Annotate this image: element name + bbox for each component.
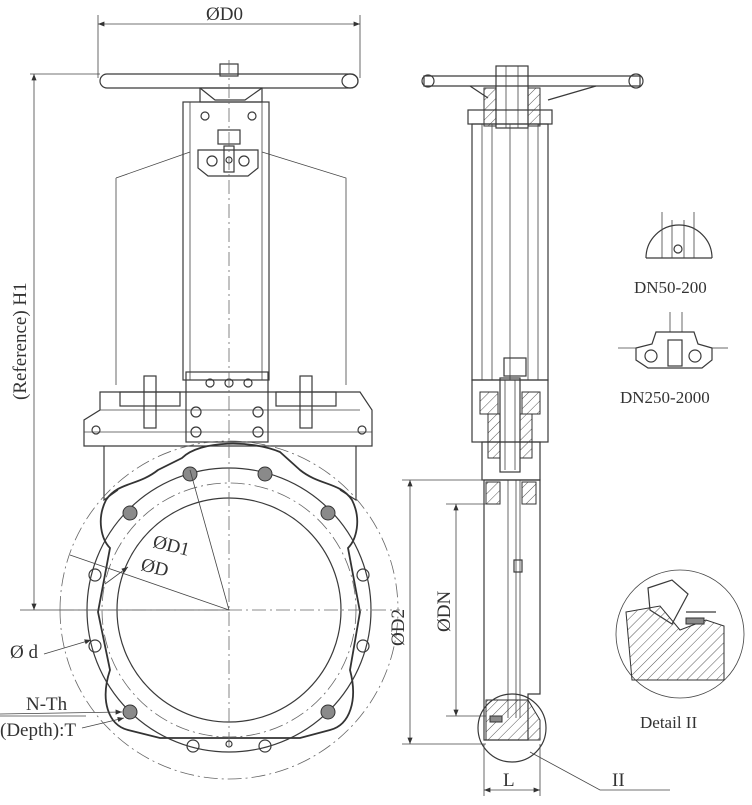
- label-ii: II: [612, 770, 625, 791]
- detail-dn250-2000: [618, 312, 728, 369]
- side-body: [477, 479, 547, 763]
- side-view: [402, 65, 670, 796]
- valve-body: [59, 60, 400, 780]
- caption-dn50-200: DN50-200: [634, 278, 707, 297]
- yoke: [115, 101, 347, 385]
- side-handwheel: [421, 65, 644, 129]
- label-d2: ØD2: [388, 609, 409, 646]
- side-bonnet: [471, 377, 549, 481]
- front-view: [0, 15, 400, 780]
- detail-ii: [615, 569, 745, 699]
- bonnet: [83, 371, 373, 447]
- label-l: L: [503, 770, 515, 791]
- label-d0: ØD0: [206, 4, 243, 25]
- label-n-th: N-Th: [26, 694, 68, 715]
- caption-dn250-2000: DN250-2000: [620, 388, 710, 407]
- label-depth: (Depth):T: [0, 720, 76, 741]
- label-d1: ØD1: [151, 531, 192, 560]
- caption-detail-ii: Detail II: [640, 713, 697, 732]
- label-d: ØD: [139, 554, 171, 581]
- label-small-d: Ø d: [10, 642, 38, 663]
- label-h1: (Reference) H1: [10, 282, 31, 400]
- label-dn: ØDN: [434, 591, 455, 632]
- side-column: [471, 123, 549, 381]
- detail-dn50-200: [645, 212, 713, 259]
